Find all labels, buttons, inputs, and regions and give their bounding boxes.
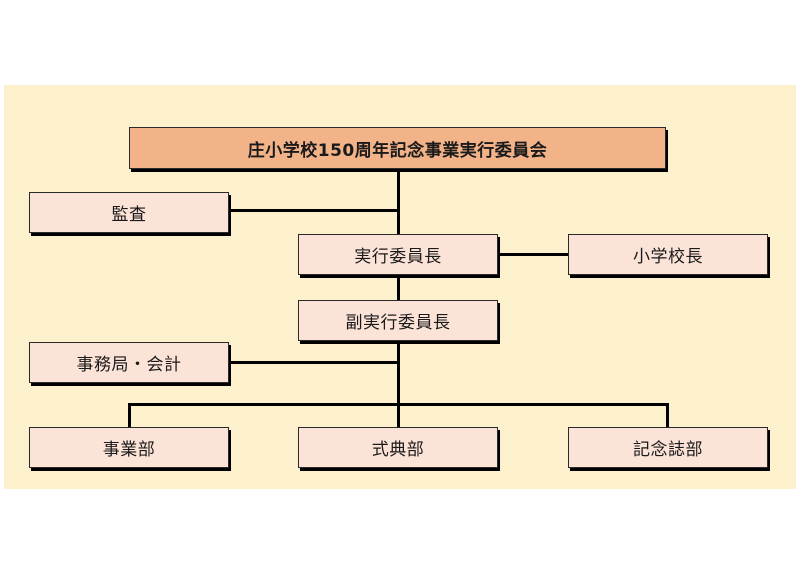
connector-chair-to-vice-chair — [397, 276, 400, 300]
commemorative-magazine-box: 記念誌部 — [568, 427, 768, 468]
connector-title-to-chair — [397, 168, 400, 234]
ceremony-box: 式典部 — [298, 427, 498, 468]
title-box: 庄小学校150周年記念事業実行委員会 — [129, 127, 666, 169]
connector-audit-to-trunk — [230, 209, 400, 212]
connector-to-ceremony — [397, 403, 400, 427]
connector-to-commemorative-magazine — [666, 403, 669, 427]
secretariat-box: 事務局・会計 — [29, 342, 229, 383]
vice-chair-box: 副実行委員長 — [298, 300, 498, 341]
connector-to-projects — [128, 403, 131, 427]
connector-chair-to-principal — [498, 253, 568, 256]
chair-box: 実行委員長 — [298, 234, 498, 275]
connector-secretariat-to-trunk — [230, 361, 400, 364]
audit-box: 監査 — [29, 192, 229, 233]
connector-vice-chair-down — [397, 341, 400, 405]
projects-box: 事業部 — [29, 427, 229, 468]
principal-box: 小学校長 — [568, 234, 768, 275]
